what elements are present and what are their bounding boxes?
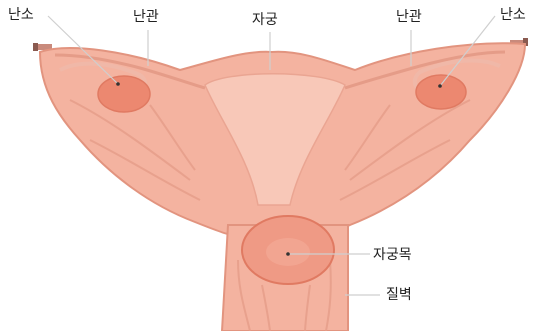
label-vaginal-wall: 질벽 [386,288,412,302]
label-ovary-left: 난소 [8,8,34,22]
label-tube-right: 난관 [396,10,422,24]
label-tube-left: 난관 [133,10,159,24]
label-cervix: 자궁목 [373,248,412,262]
leader-dot-cervix [286,252,290,256]
leader-dot-ovary-left [116,82,120,86]
leader-dot-ovary-right [438,84,442,88]
label-ovary-right: 난소 [500,8,526,22]
ovary-left [98,76,150,112]
cervix-os [266,238,310,266]
ovary-right [416,75,466,109]
label-uterus: 자궁 [252,13,278,27]
